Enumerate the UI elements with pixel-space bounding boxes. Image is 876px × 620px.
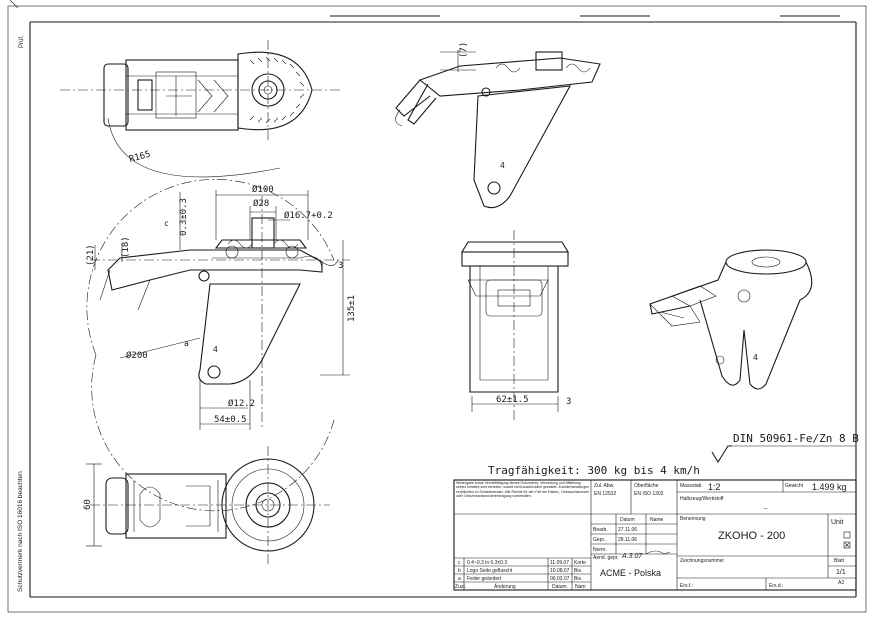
rev-name-a: Bis. [574, 576, 582, 582]
rev-date-a: 06.03.07 [550, 576, 570, 582]
rev-text-b: Logo Seite geflascht [467, 568, 513, 574]
blatt-label: Blatt [834, 558, 845, 564]
rev-letter-c: c [458, 560, 461, 566]
dim-label-c: c [164, 219, 169, 228]
row-label-bearb: Bearb. [593, 527, 608, 533]
part-label-4-detail: 4 [500, 161, 505, 170]
rev-header-aenderung: Änderung [494, 583, 516, 590]
rev-header-name: Nam [575, 584, 586, 590]
load-capacity-note: Tragfähigkeit: 300 kg bis 4 km/h [488, 464, 700, 477]
dim-dia-200: Ø200 [126, 350, 148, 361]
part-label-4-iso: 4 [753, 353, 758, 362]
rev-date-b: 10.08.07 [550, 568, 570, 574]
surface-finish-symbol [711, 445, 856, 464]
copyright-notice-box: Weitergabe sowie Vervielfältigung dieses… [456, 481, 590, 498]
dim-height-21: (21) [86, 244, 96, 266]
ers-fuer-label: Ers.f.: [680, 583, 693, 589]
title-block [453, 479, 857, 591]
rev-letter-a: a [458, 576, 461, 582]
blatt-value: 1/1 [836, 569, 846, 576]
dim-height-7: (7) [459, 42, 469, 58]
bracket-detail-drawing [395, 50, 601, 209]
massstab-label: Massstab [680, 483, 702, 489]
oberflaeche-value: EN ISO 1302 [634, 491, 664, 497]
massstab-value: 1:2 [708, 482, 721, 492]
rev-name-c: Korte [574, 560, 586, 566]
rev-letter-b: b [458, 568, 461, 574]
dim-radius-165: R165 [128, 150, 152, 165]
rev-text-c: 0.4~0.3 in 0.3±0.3 [467, 560, 507, 566]
zeichnungsnummer-label: Zeichnungsnummer [680, 558, 725, 564]
gewicht-label: Gewicht [785, 483, 804, 489]
bottom-view-drawing [86, 446, 330, 566]
dim-dia-16-7: Ø16.7+0.2 [284, 210, 333, 221]
dim-height-135: 135±1 [347, 295, 357, 322]
dim-width-54: 54±0.5 [214, 415, 247, 425]
dim-label-a: a [184, 339, 189, 348]
copyright-notice: Weitergabe sowie Vervielfältigung dieses… [456, 481, 590, 498]
row-date-gepr: 28.11.06 [618, 537, 637, 543]
dim-height-18: (18) [121, 236, 131, 258]
sheet-frame [7, 0, 867, 613]
oberflaeche-label: Oberfläche [634, 483, 659, 489]
side-view-drawing [461, 230, 569, 420]
dim-height-60: 60 [83, 499, 93, 510]
dim-width-62: 62±1.5 [496, 395, 529, 405]
top-view-drawing [60, 40, 340, 178]
name-header: Name [650, 517, 664, 523]
dim-dia-12-2: Ø12.2 [228, 398, 255, 409]
part-label-4-front: 4 [213, 345, 218, 354]
benennung-label: Benennung [680, 516, 706, 522]
rev-header-datum: Datum [552, 584, 567, 590]
signature: A.3.07 [621, 553, 643, 560]
halbzeug-label: Halbzeug/Werkstoff [680, 496, 724, 502]
protection-note: Schutzvermerk nach ISO 16016 beachten [17, 471, 24, 592]
rev-text-a: Feder geändert [467, 576, 502, 582]
dim-dia-100: Ø100 [252, 184, 274, 195]
zul-abw-label: Zul. Abw. [594, 483, 614, 489]
rev-header-zust: Zust. [455, 584, 466, 590]
row-label-gepr: Gepr. [593, 537, 605, 543]
halbzeug-value: – [764, 506, 768, 512]
row-date-bearb: 27.11.06 [618, 527, 637, 533]
row-label-aend: Aend. gepr. [593, 555, 619, 561]
side-label: Prüf. [19, 35, 25, 48]
unit-label: Unit [831, 519, 844, 526]
datum-header: Datum [620, 517, 635, 523]
front-section-drawing [86, 179, 350, 512]
dim-angle-3: 3 [338, 261, 343, 271]
dim-width-3: 3 [566, 397, 571, 407]
isometric-view-drawing [649, 249, 813, 390]
zul-abw-value: EN 12532 [594, 491, 616, 497]
dim-dia-28: Ø28 [253, 198, 269, 209]
company-name: ACME - Polska [600, 568, 661, 578]
row-label-norm: Norm. [593, 547, 607, 553]
rev-name-b: Bis. [574, 568, 582, 574]
dim-tol-0-3: 0.3±0.3 [179, 198, 189, 236]
signature-stroke [645, 550, 671, 555]
surface-finish-note: DIN 50961-Fe/Zn 8 B [733, 432, 859, 445]
rev-date-c: 11.09.07 [550, 560, 569, 566]
benennung-value: ZKOHO - 200 [718, 530, 785, 542]
gewicht-value: 1.499 kg [812, 482, 847, 492]
format-value: A3 [838, 580, 844, 586]
ers-durch-label: Ers.d.: [769, 583, 783, 589]
